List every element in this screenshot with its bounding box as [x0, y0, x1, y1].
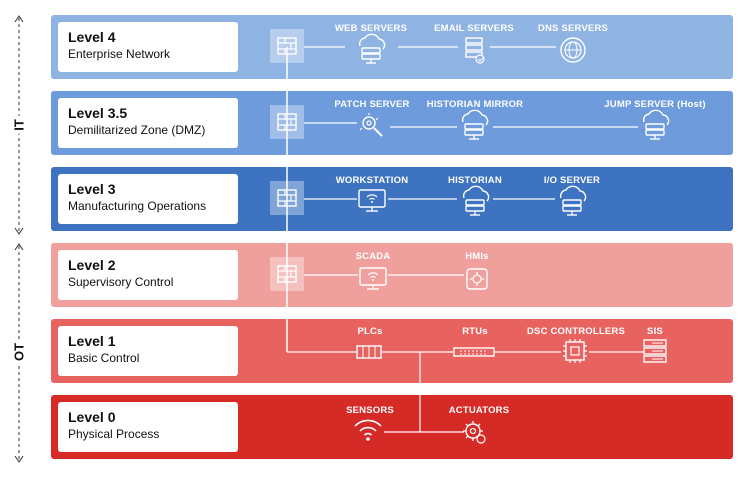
level-2-card: Level 2 Supervisory Control — [58, 250, 238, 300]
side-axis — [14, 15, 24, 463]
level-4-subtitle: Enterprise Network — [68, 47, 171, 61]
monitor-wifi-icon — [358, 189, 386, 212]
wrench-gear-icon — [359, 113, 383, 137]
plc-icon — [356, 345, 382, 359]
level-1-subtitle: Basic Control — [68, 351, 140, 365]
side-label-ot: OT — [9, 339, 29, 365]
node-label-io-server: I/O SERVER — [543, 175, 601, 186]
node-label-web-servers: WEB SERVERS — [334, 23, 408, 34]
gear-actuator-icon — [463, 421, 486, 444]
touch-gear-icon — [466, 268, 488, 290]
node-label-rtus: RTUs — [462, 326, 488, 337]
level-4-card: Level 4 Enterprise Network — [58, 22, 238, 72]
level-1-title: Level 1 — [68, 333, 116, 349]
rtu-icon — [453, 347, 495, 357]
node-label-historian-mirror: HISTORIAN MIRROR — [426, 99, 524, 110]
firewall-icon — [269, 256, 305, 292]
wifi-signal-icon — [354, 419, 382, 441]
node-label-actuators: ACTUATORS — [448, 405, 510, 416]
firewall-icon — [269, 180, 305, 216]
level-0-title: Level 0 — [68, 409, 116, 425]
level-3-5-title: Level 3.5 — [68, 105, 128, 121]
level-3-5-card: Level 3.5 Demilitarized Zone (DMZ) — [58, 98, 238, 148]
node-label-dsc-controllers: DSC CONTROLLERS — [527, 326, 625, 337]
mail-server-icon — [465, 37, 485, 64]
node-label-dns-servers: DNS SERVERS — [537, 23, 609, 34]
node-label-sis: SIS — [647, 326, 663, 337]
level-3-card: Level 3 Manufacturing Operations — [58, 174, 238, 224]
firewall-icon — [269, 28, 305, 64]
dns-globe-icon — [560, 37, 586, 63]
level-3-subtitle: Manufacturing Operations — [68, 199, 207, 213]
cloud-server-icon — [461, 109, 489, 140]
firewall-icon — [269, 104, 305, 140]
server-rack-icon — [643, 339, 667, 363]
level-0-card: Level 0 Physical Process — [58, 402, 238, 452]
node-label-patch-server: PATCH SERVER — [334, 99, 410, 110]
cloud-server-icon — [642, 109, 670, 140]
cloud-server-icon — [559, 185, 587, 216]
level-1-card: Level 1 Basic Control — [58, 326, 238, 376]
node-label-jump-server: JUMP SERVER (Host) — [604, 99, 706, 110]
monitor-wifi-icon — [359, 267, 387, 290]
level-2-subtitle: Supervisory Control — [68, 275, 174, 289]
node-label-scada: SCADA — [355, 251, 391, 262]
node-label-hmis: HMIs — [465, 251, 489, 262]
node-label-workstation: WORKSTATION — [335, 175, 409, 186]
cloud-server-icon — [462, 185, 490, 216]
level-0-subtitle: Physical Process — [68, 427, 160, 441]
node-label-historian: HISTORIAN — [448, 175, 502, 186]
chip-icon — [563, 339, 587, 363]
node-label-plcs: PLCs — [357, 326, 383, 337]
side-label-it: IT — [9, 116, 29, 134]
node-label-email-servers: EMAIL SERVERS — [434, 23, 514, 34]
cloud-server-icon — [358, 33, 386, 64]
level-4-title: Level 4 — [68, 29, 116, 45]
level-2-title: Level 2 — [68, 257, 116, 273]
level-3-5-subtitle: Demilitarized Zone (DMZ) — [68, 123, 206, 137]
node-label-sensors: SENSORS — [346, 405, 394, 416]
level-3-title: Level 3 — [68, 181, 116, 197]
